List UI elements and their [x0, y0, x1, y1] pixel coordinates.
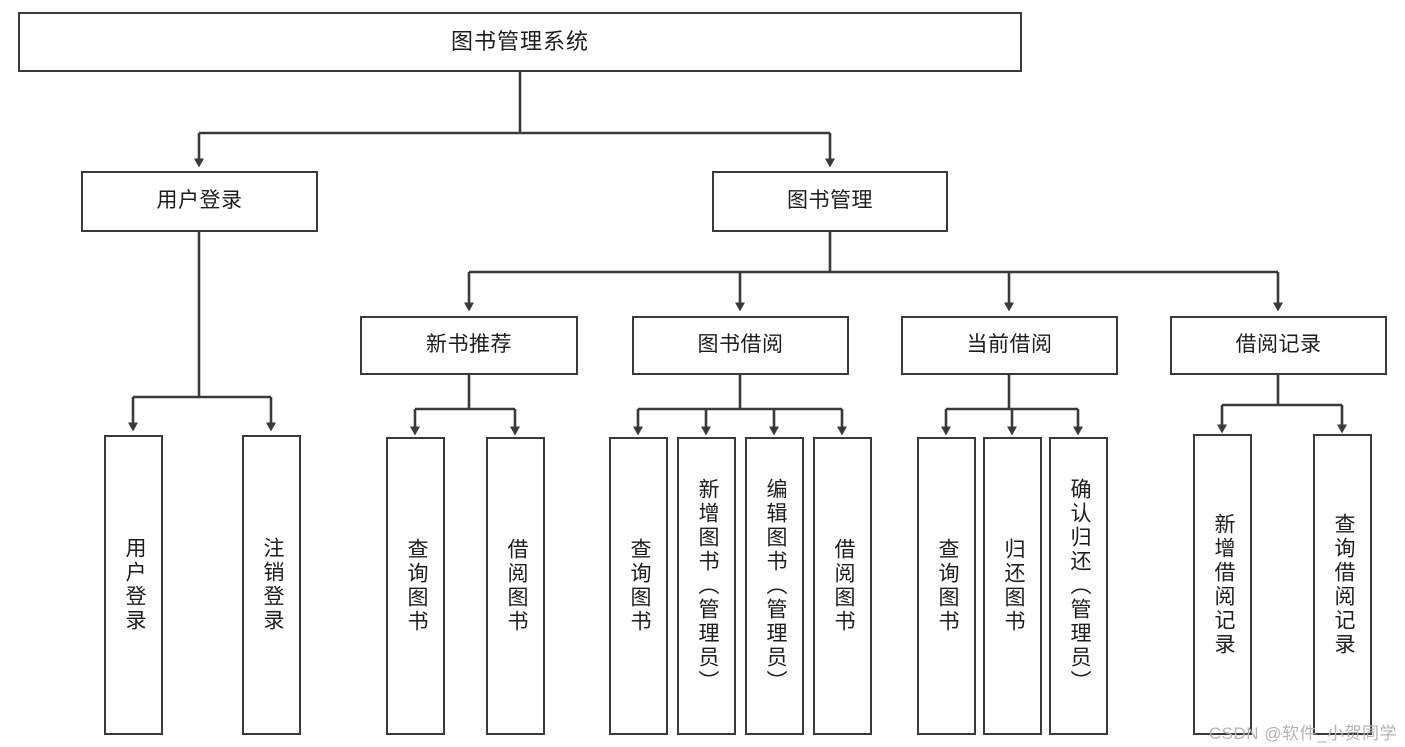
node-borrow-record-label: 借阅记录	[1235, 333, 1322, 357]
node-leaf-borrow-book-2[interactable]: 借阅图书	[813, 437, 872, 735]
node-root-system[interactable]: 图书管理系统	[18, 12, 1022, 72]
node-leaf-logout-login-label: 注销登录	[260, 537, 284, 633]
node-leaf-query-book-2-label: 查询图书	[627, 538, 651, 634]
node-leaf-add-book-admin-label: 新增图书（管理员）	[695, 478, 719, 694]
node-leaf-confirm-return-admin-label: 确认归还（管理员）	[1067, 478, 1091, 694]
node-current-borrow[interactable]: 当前借阅	[901, 316, 1118, 375]
node-leaf-query-borrow-record-label: 查询借阅记录	[1331, 512, 1355, 657]
node-leaf-user-login[interactable]: 用户登录	[104, 435, 163, 735]
node-book-manage-label: 图书管理	[787, 189, 873, 213]
node-leaf-user-login-label: 用户登录	[122, 537, 146, 633]
csdn-watermark: CSDN @软件_小贺同学	[1208, 724, 1397, 743]
node-leaf-edit-book-admin[interactable]: 编辑图书（管理员）	[745, 437, 804, 735]
node-leaf-return-book-label: 归还图书	[1001, 538, 1025, 634]
node-leaf-query-book-3-label: 查询图书	[935, 538, 959, 634]
node-leaf-query-borrow-record[interactable]: 查询借阅记录	[1313, 434, 1372, 735]
node-new-book-recommend[interactable]: 新书推荐	[360, 316, 578, 375]
node-root-label: 图书管理系统	[450, 28, 589, 54]
node-leaf-borrow-book-2-label: 借阅图书	[831, 538, 855, 634]
node-leaf-edit-book-admin-label: 编辑图书（管理员）	[763, 478, 787, 694]
node-leaf-logout-login[interactable]: 注销登录	[242, 435, 301, 735]
node-leaf-borrow-book-1-label: 借阅图书	[504, 538, 528, 634]
node-leaf-query-book-2[interactable]: 查询图书	[609, 437, 668, 735]
node-new-book-recommend-label: 新书推荐	[426, 333, 512, 357]
node-leaf-query-book-3[interactable]: 查询图书	[917, 437, 976, 735]
node-leaf-return-book[interactable]: 归还图书	[983, 437, 1042, 735]
node-book-borrow[interactable]: 图书借阅	[632, 316, 849, 375]
node-user-login-label: 用户登录	[156, 189, 243, 213]
node-book-manage[interactable]: 图书管理	[712, 171, 948, 232]
node-borrow-record[interactable]: 借阅记录	[1170, 316, 1387, 375]
node-user-login[interactable]: 用户登录	[81, 171, 318, 232]
node-leaf-confirm-return-admin[interactable]: 确认归还（管理员）	[1049, 437, 1108, 735]
node-leaf-query-book-1[interactable]: 查询图书	[386, 437, 445, 735]
node-book-borrow-label: 图书借阅	[697, 333, 784, 357]
node-leaf-add-borrow-record[interactable]: 新增借阅记录	[1193, 434, 1252, 735]
node-leaf-add-borrow-record-label: 新增借阅记录	[1211, 512, 1235, 657]
node-leaf-query-book-1-label: 查询图书	[404, 538, 428, 634]
node-current-borrow-label: 当前借阅	[966, 333, 1053, 357]
node-leaf-borrow-book-1[interactable]: 借阅图书	[486, 437, 545, 735]
node-leaf-add-book-admin[interactable]: 新增图书（管理员）	[677, 437, 736, 735]
